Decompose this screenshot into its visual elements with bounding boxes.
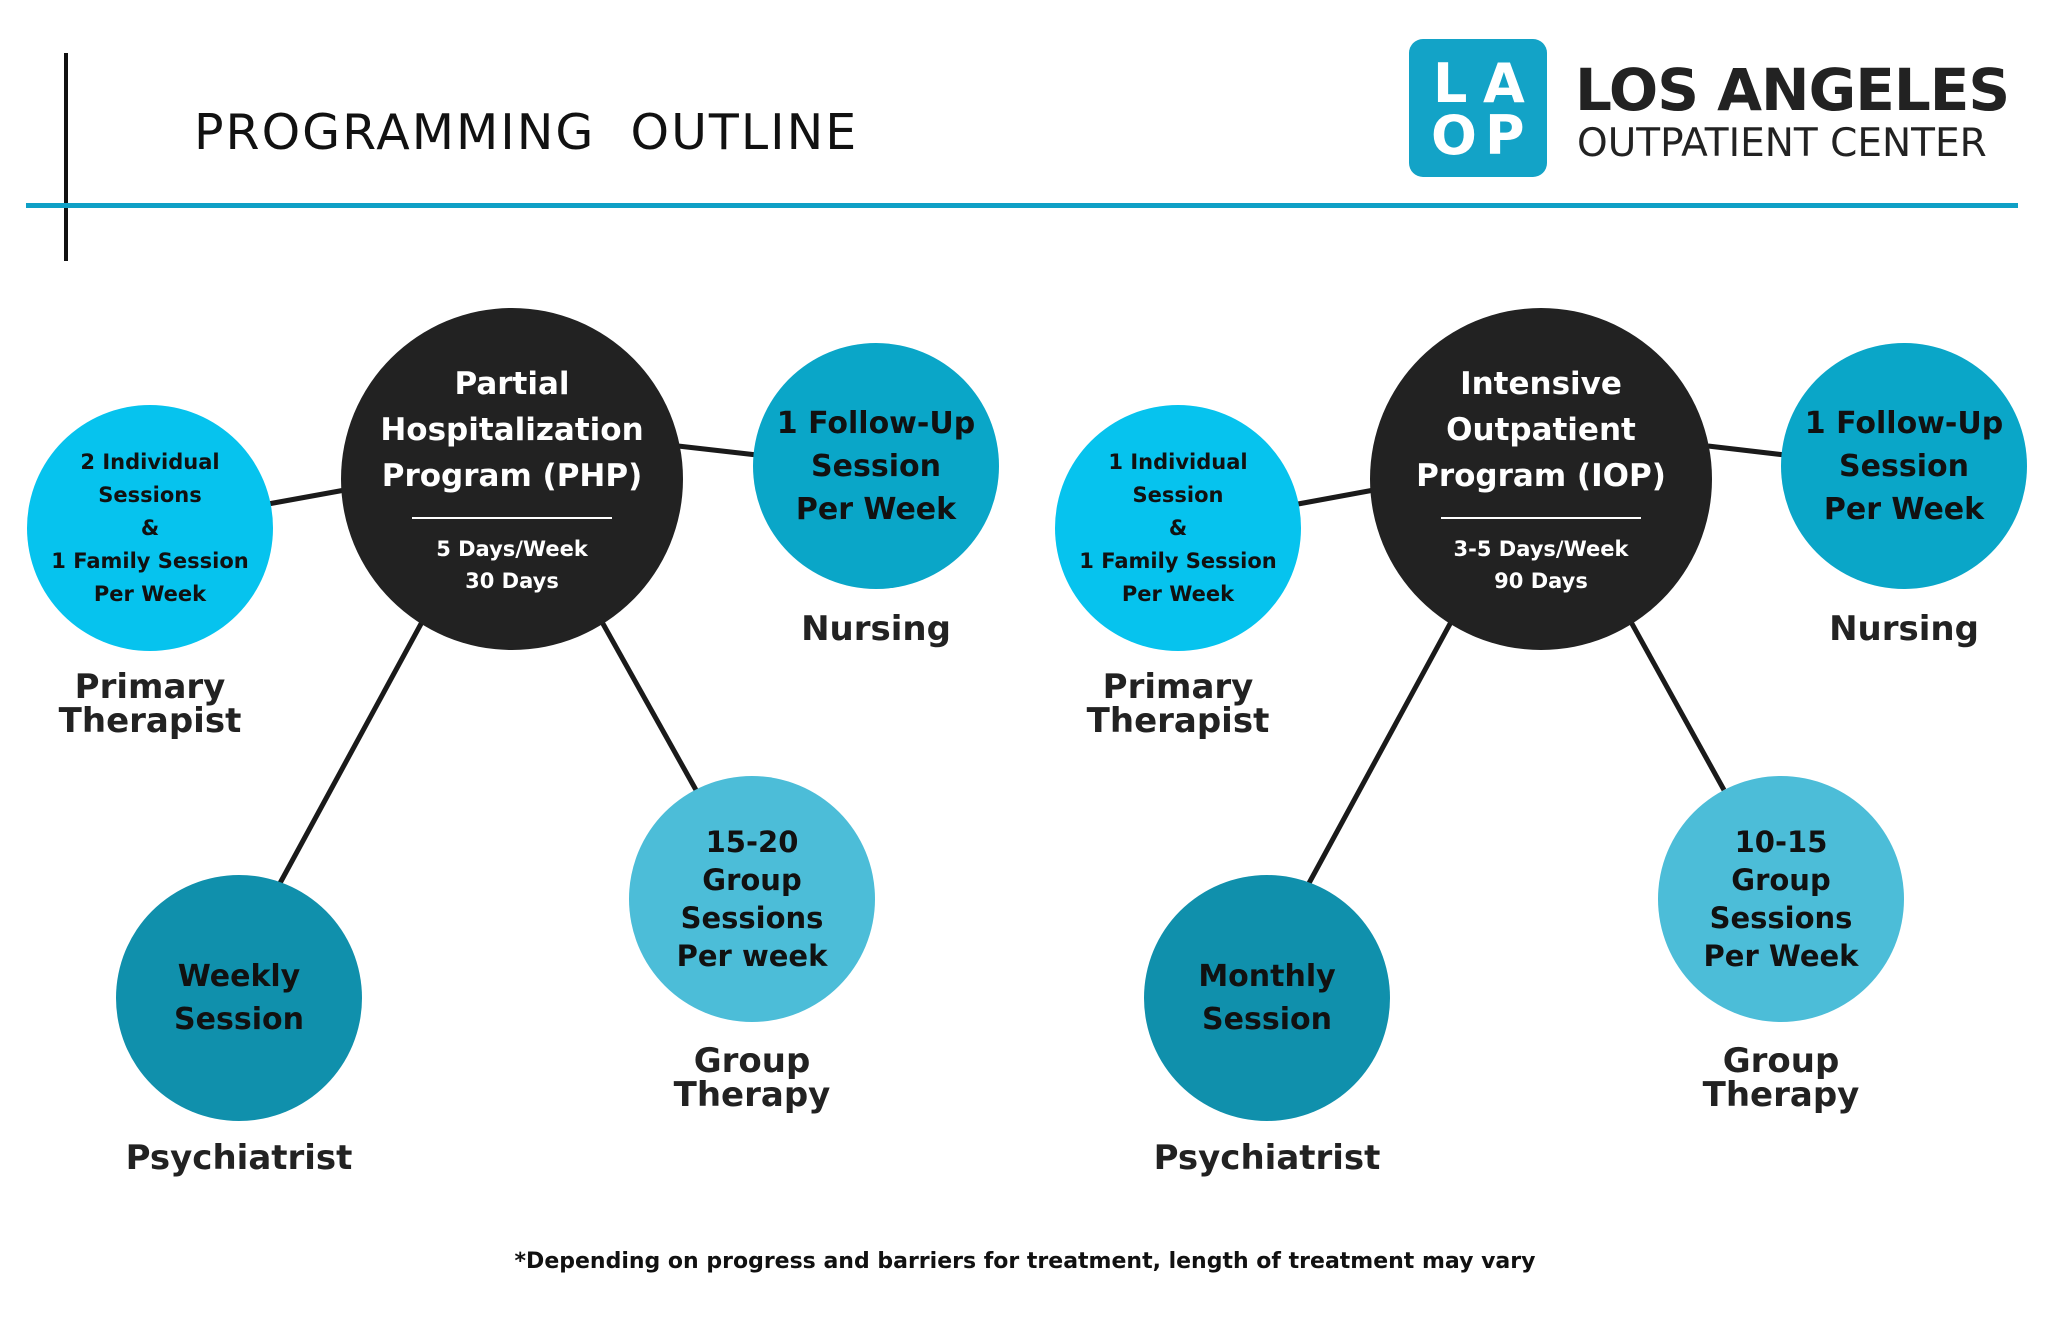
php-primary-therapist-label: Primary Therapist [58,667,242,741]
php-group-therapy-circle: 15-20 Group Sessions Per week [629,776,875,1022]
php-psychiatrist-circle: Weekly Session [116,875,362,1121]
iop-nursing-text: 1 Follow-Up Session Per Week [1804,405,2004,527]
hub-iop-divider [1441,517,1641,519]
php-nursing-label: Nursing [801,609,951,649]
connector-php-primary-therapist [267,487,346,507]
iop-psychiatrist-label: Psychiatrist [1153,1138,1381,1178]
logo-letter-o: O [1431,104,1477,167]
lao-logo-icon: L A O P [1409,39,1547,177]
connector-iop-group-therapy [1628,620,1727,792]
hub-php: Partial Hospitalization Program (PHP) 5 … [341,308,683,650]
connector-iop-psychiatrist [1305,620,1454,887]
iop-psychiatrist-circle: Monthly Session [1144,875,1390,1121]
php-nursing-text: 1 Follow-Up Session Per Week [776,405,976,527]
connector-php-group-therapy [599,620,699,792]
iop-nursing-label: Nursing [1829,609,1979,649]
logo-letter-a: A [1483,52,1525,115]
php-group-therapy-label: Group Therapy [673,1041,831,1115]
footnote: *Depending on progress and barriers for … [514,1249,1536,1274]
hub-iop-schedule: 3-5 Days/Week 90 Days [1453,537,1629,593]
php-psychiatrist-text: Weekly Session [174,959,304,1037]
connector-php-psychiatrist [276,620,425,887]
brand-name-line2: OUTPATIENT CENTER [1577,121,1987,166]
iop-primary-therapist-text: 1 Individual Session & 1 Family Session … [1079,449,1277,606]
iop-nursing-circle: 1 Follow-Up Session Per Week [1781,343,2027,589]
header-accent-rule [26,203,2018,208]
iop-group-therapy-label: Group Therapy [1702,1041,1860,1115]
php-group-therapy-text: 15-20 Group Sessions Per week [676,825,828,973]
iop-group-therapy-text: 10-15 Group Sessions Per Week [1703,825,1859,973]
page-title: PROGRAMMING OUTLINE [194,104,859,161]
logo-letter-p: P [1485,104,1525,167]
iop-psychiatrist-text: Monthly Session [1198,959,1336,1037]
logo-letter-l: L [1433,52,1468,115]
hub-iop: Intensive Outpatient Program (IOP) 3-5 D… [1370,308,1712,650]
iop-primary-therapist-circle: 1 Individual Session & 1 Family Session … [1055,405,1301,651]
connector-php-nursing [677,443,758,458]
iop-group-therapy-circle: 10-15 Group Sessions Per Week [1658,776,1904,1022]
php-primary-therapist-circle: 2 Individual Sessions & 1 Family Session… [27,405,273,651]
iop-primary-therapist-label: Primary Therapist [1086,667,1270,741]
hub-php-title: Partial Hospitalization Program (PHP) [380,366,644,494]
connector-iop-primary-therapist [1297,487,1375,507]
php-psychiatrist-label: Psychiatrist [125,1138,353,1178]
hub-php-divider [412,517,612,519]
header-vertical-rule [64,53,68,261]
hub-iop-title: Intensive Outpatient Program (IOP) [1416,366,1666,494]
brand-name-line1: LOS ANGELES [1575,56,2010,124]
php-primary-therapist-text: 2 Individual Sessions & 1 Family Session… [51,449,249,606]
connector-iop-nursing [1707,443,1786,458]
hub-php-schedule: 5 Days/Week 30 Days [436,537,588,593]
php-nursing-circle: 1 Follow-Up Session Per Week [753,343,999,589]
